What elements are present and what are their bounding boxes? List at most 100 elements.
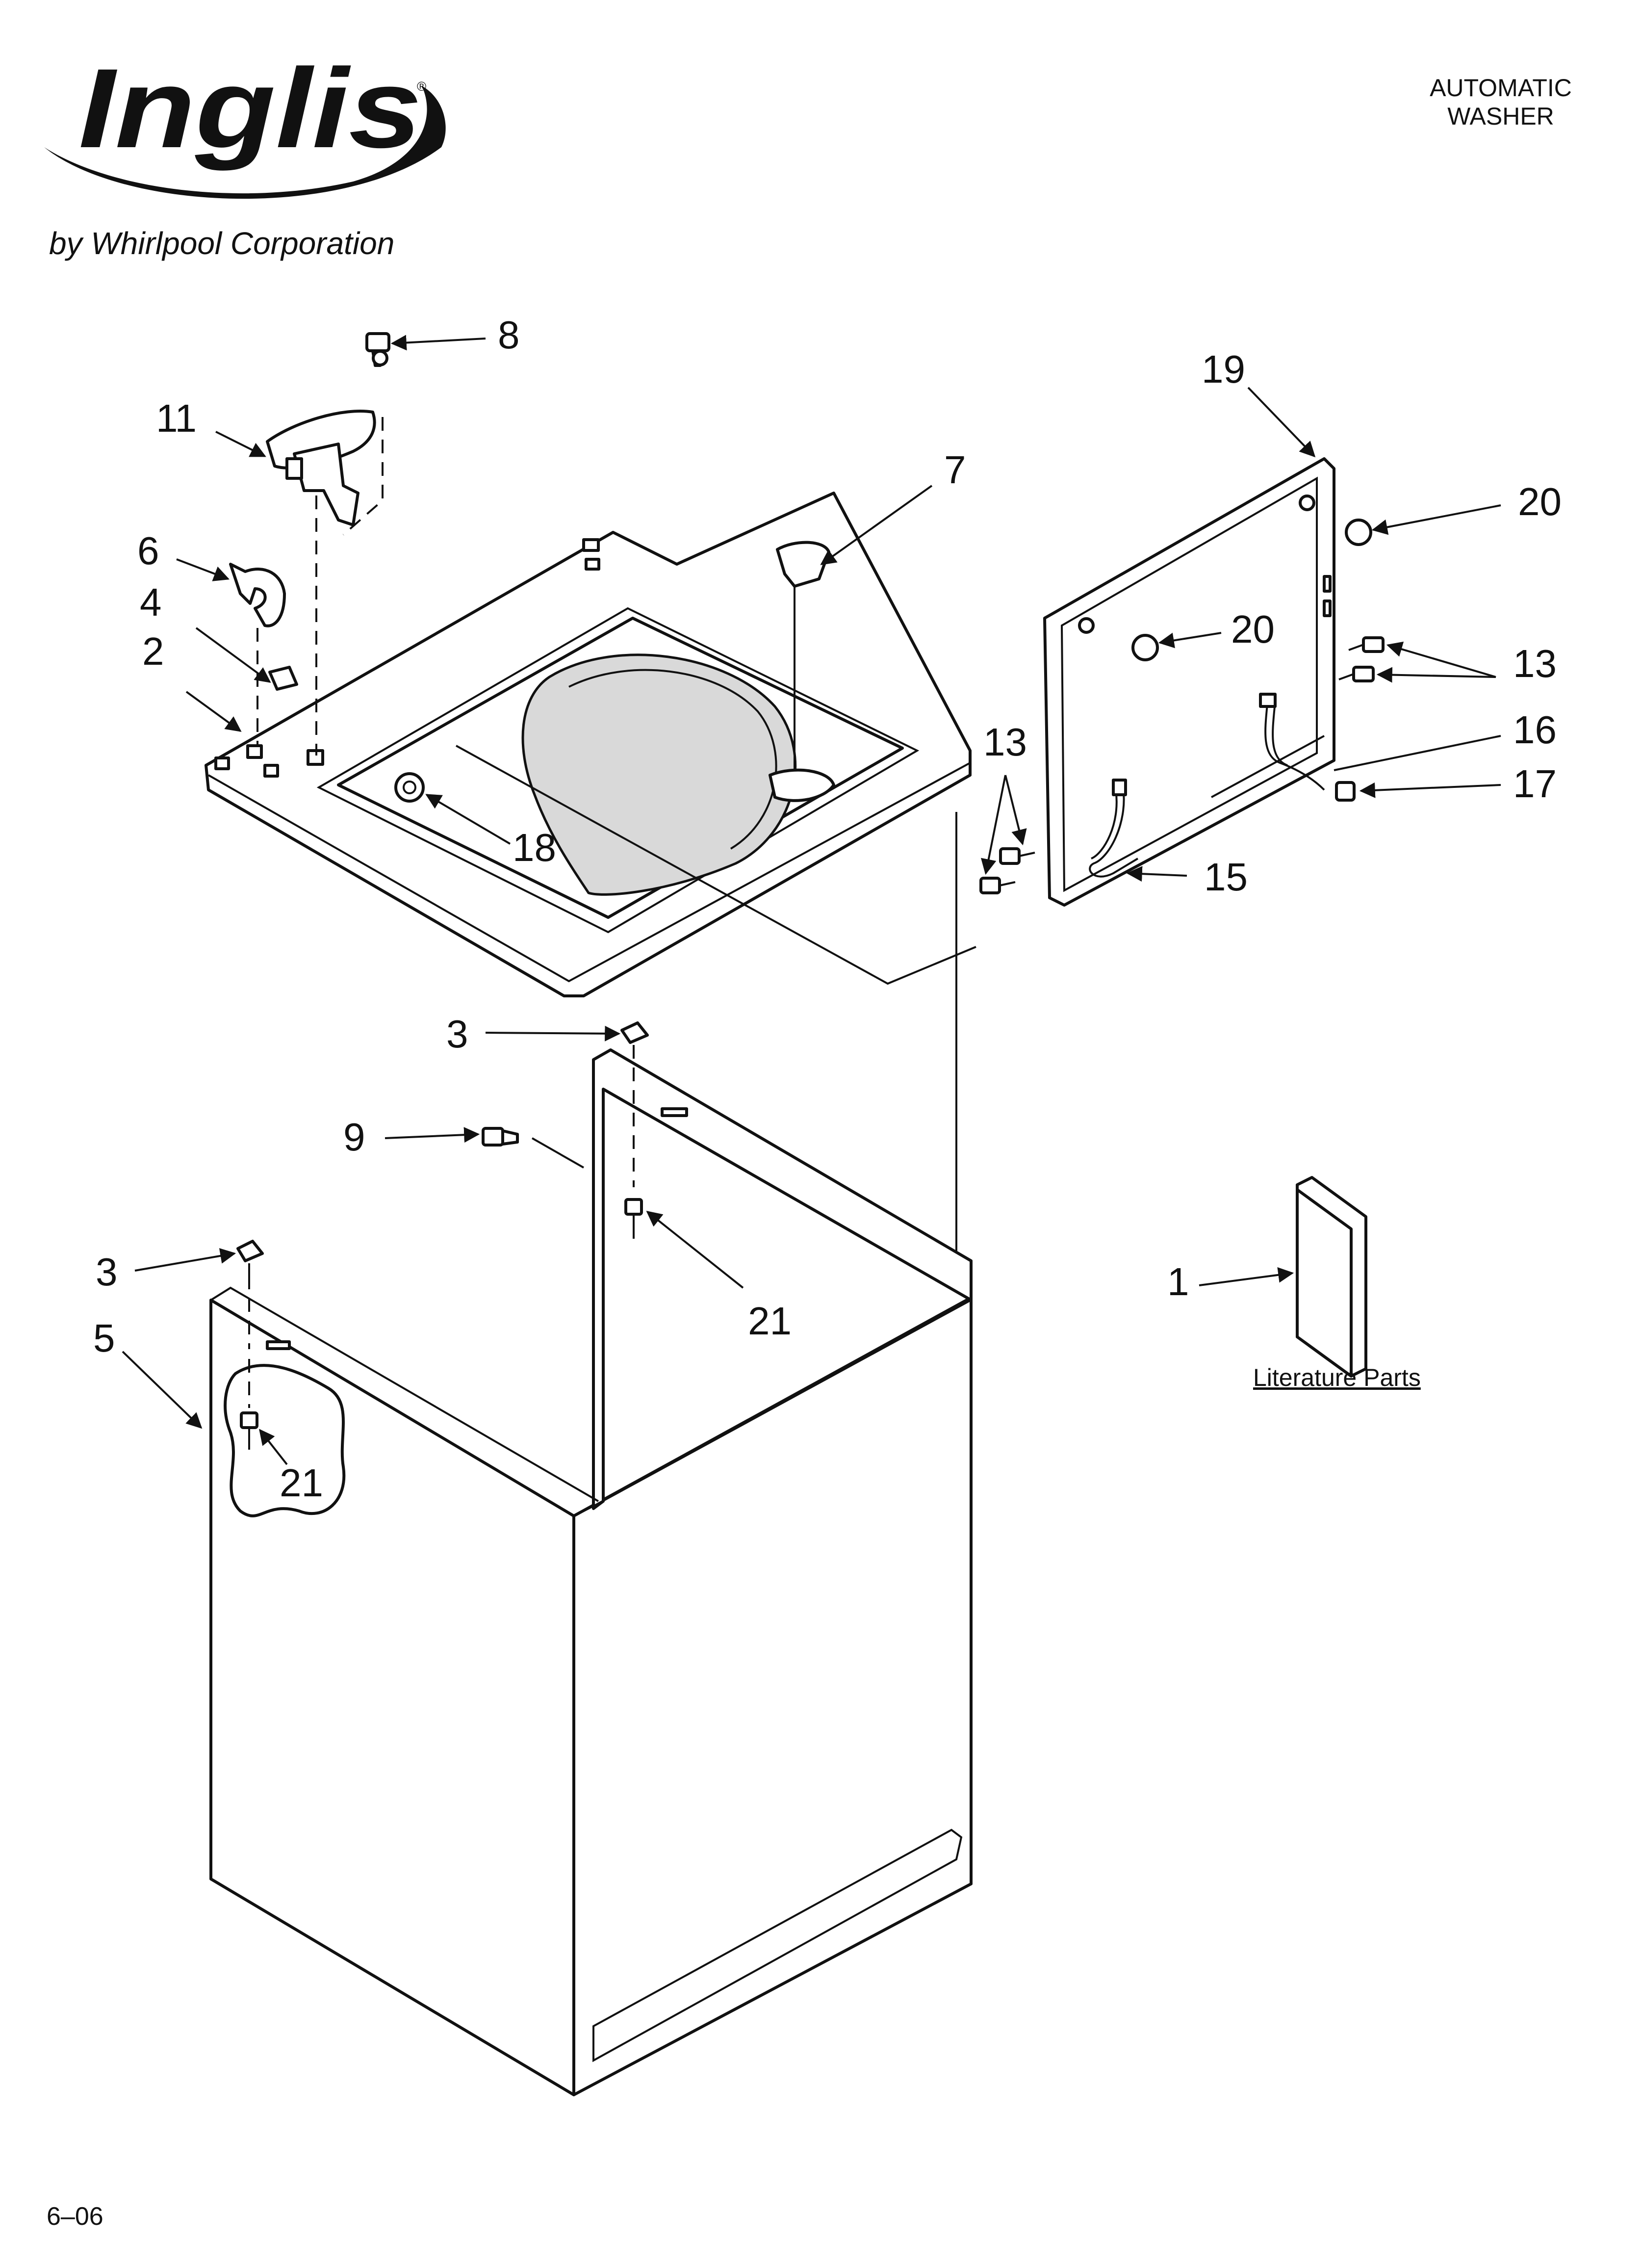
screw-8-dash-line [342,417,384,536]
literature-booklet: Literature Parts [1253,1176,1421,1391]
leader-13a-2 [1004,775,1027,846]
leader-20a [1371,504,1501,535]
leader-3a [485,1025,621,1042]
console-hole-left [1078,617,1095,634]
leader-11 [215,431,266,457]
callout-20b: 20 [1231,607,1275,651]
agitator-cap-7 [769,541,835,802]
lid-switch-slot [307,749,324,766]
callout-3b: 3 [96,1250,118,1294]
cabinet-bottom-rail [592,1828,963,2062]
screw-21b-head [240,1411,258,1429]
clip-4-shape [268,666,298,691]
wire-15 [1089,787,1139,878]
callout-13b: 13 [1513,642,1557,685]
callout-6: 6 [137,529,159,573]
cabinet-top-rail-front [210,1286,599,1502]
screw-9-shank [501,1129,519,1146]
brand-tagline: by Whirlpool Corporation [49,226,394,261]
top-to-cabinet-guide-line [456,745,976,985]
clip-4 [268,666,298,691]
console-slot-b [1323,600,1332,617]
console-panel [1043,457,1335,907]
document-title: AUTOMATIC WASHER [1393,74,1609,130]
brand-name: Inglis [78,45,422,171]
screw-9-head [482,1127,504,1147]
cabinet-cutaway [224,1364,346,1517]
leader-7 [820,485,933,565]
leader-19 [1247,387,1316,458]
leader-3b [134,1248,236,1272]
top-slot-b [585,558,600,571]
brand-logo: Inglis ® by Whirlpool Corporation [44,45,446,261]
callout-1: 1 [1167,1260,1189,1303]
top-slot-c [246,744,263,759]
callout-labels: 8 11 7 19 20 20 6 4 2 13 13 16 17 18 15 … [93,313,1562,1505]
callout-21a: 21 [748,1299,792,1343]
wire-16-second [1272,701,1288,766]
cabinet-assembly [209,1048,973,2096]
callout-17: 17 [1513,762,1557,806]
screw-13-left-b [979,877,1001,894]
screw-8-washer [372,350,388,366]
lid-switch [266,410,384,756]
literature-parts-label: Literature Parts [1253,1364,1421,1391]
leader-1 [1199,1267,1294,1286]
screw-21a [624,1198,643,1239]
leader-16 [1334,735,1501,771]
callout-4: 4 [140,580,162,624]
wire-16 [1264,699,1325,791]
leader-5 [122,1351,203,1429]
booklet-front [1296,1188,1353,1378]
callout-21b: 21 [280,1461,323,1505]
screw-13-right-a-shank [1348,644,1364,651]
callout-16: 16 [1513,708,1557,752]
callout-20a: 20 [1518,480,1562,523]
wire-15-second [1091,789,1118,860]
top-slot-e [214,756,230,770]
leader-6 [176,558,230,581]
washer-top-inner-rim [316,607,920,934]
callout-15: 15 [1204,855,1248,899]
callout-18: 18 [513,826,556,869]
leader-lines [122,335,1501,1465]
screw-9-guide [532,1137,584,1169]
callout-5: 5 [93,1316,115,1360]
washer-tub-interior [521,653,796,896]
screw-8 [365,332,390,367]
screw-13-right-a [1362,636,1385,653]
agitator-cap-shape [776,541,830,588]
leader-13b-1 [1386,641,1496,678]
leader-9 [385,1127,480,1143]
screw-8-head [365,332,390,352]
leader-4 [195,627,271,683]
wire-harness [1089,693,1325,878]
leader-8 [390,335,486,351]
leader-15 [1126,866,1187,882]
document-title-line2: WASHER [1447,103,1554,130]
leader-21b [259,1429,288,1465]
leader-13a-1 [980,775,1006,875]
leader-21a [646,1211,744,1289]
cabinet-slot-front [266,1340,291,1350]
cabinet-rear-post [592,1048,973,1510]
screws-13 [979,636,1385,894]
cabinet-side-panel [572,1296,973,2096]
agitator-base [769,768,835,802]
leader-13b-2 [1376,667,1496,683]
washer-top-front-edge [208,762,971,983]
clip-3-lower [236,1240,264,1262]
leader-17 [1359,782,1501,798]
callout-7: 7 [944,448,966,492]
screw-13-right-b [1352,666,1375,682]
lid-switch-terminal [285,457,303,480]
screw-13-left-b-shank [999,881,1016,886]
washer-top-assembly [205,492,972,997]
knob-20-middle [1131,634,1159,661]
part-17-connector [1335,781,1356,802]
console-slot-a [1323,575,1332,593]
bolt-18-center [403,781,416,794]
callout-3a: 3 [446,1012,468,1056]
clip-6-shape [229,563,286,627]
